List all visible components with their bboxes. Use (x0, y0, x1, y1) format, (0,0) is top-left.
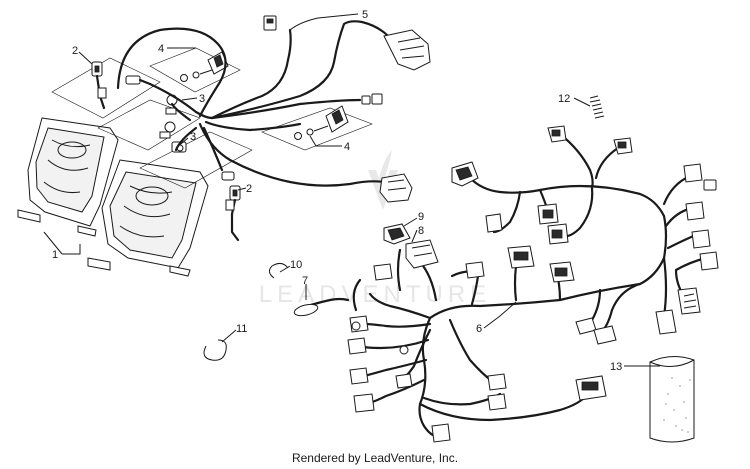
watermark-text: LEADVENTURE (259, 281, 491, 308)
adjuster-top (180, 51, 229, 82)
headlight-right (87, 159, 209, 277)
spring-12 (589, 95, 605, 119)
adjuster-bottom (294, 105, 349, 140)
callout-6: 6 (476, 323, 482, 335)
clip-10 (268, 262, 289, 279)
bulb-mid (159, 121, 187, 153)
headlight-harness (116, 15, 431, 203)
callout-1: 1 (52, 249, 58, 261)
bulb-socket-top (91, 61, 107, 110)
callout-11: 11 (236, 323, 247, 335)
callout-leaders (43, 13, 660, 367)
relay-connector (383, 223, 439, 269)
callout-4-bottom: 4 (344, 141, 350, 153)
callout-5: 5 (362, 9, 368, 21)
main-harness (347, 125, 719, 443)
bulb-socket-right (221, 171, 241, 242)
callout-2: 2 (72, 45, 78, 57)
callout-2-right: 2 (246, 183, 252, 195)
callout-9: 9 (418, 211, 424, 223)
callout-7: 7 (302, 275, 308, 287)
callout-3-top: 3 (199, 93, 205, 105)
callout-10: 10 (290, 259, 302, 271)
lamp-socket-7 (293, 297, 350, 317)
headlight-left (17, 117, 119, 237)
callout-13: 13 (610, 361, 622, 373)
callout-12: 12 (558, 93, 570, 105)
footer-credit: Rendered by LeadVenture, Inc. (291, 451, 459, 465)
clamp-11 (203, 339, 227, 361)
exploded-view-guides (51, 47, 373, 189)
callout-3-bottom: 3 (190, 131, 196, 143)
sleeve-13 (649, 356, 695, 443)
callout-8: 8 (418, 225, 424, 237)
callout-numbers: 1 2 3 3 2 4 4 5 6 7 8 9 10 11 12 13 (52, 9, 622, 373)
callout-4-top: 4 (158, 43, 164, 55)
